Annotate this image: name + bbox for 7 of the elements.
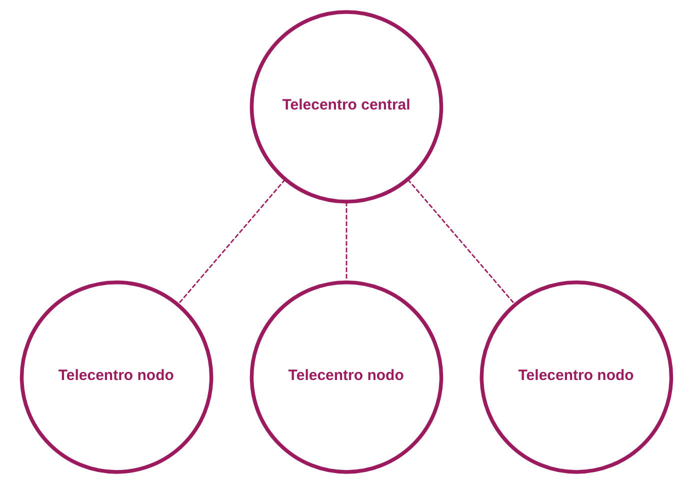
node-circle: Telecentro nodo [480, 280, 674, 474]
connector [346, 202, 348, 282]
node-circle: Telecentro nodo [250, 280, 444, 474]
node-circle: Telecentro central [250, 10, 444, 204]
connector [178, 178, 286, 305]
connector [407, 178, 516, 305]
node-circle: Telecentro nodo [20, 280, 214, 474]
